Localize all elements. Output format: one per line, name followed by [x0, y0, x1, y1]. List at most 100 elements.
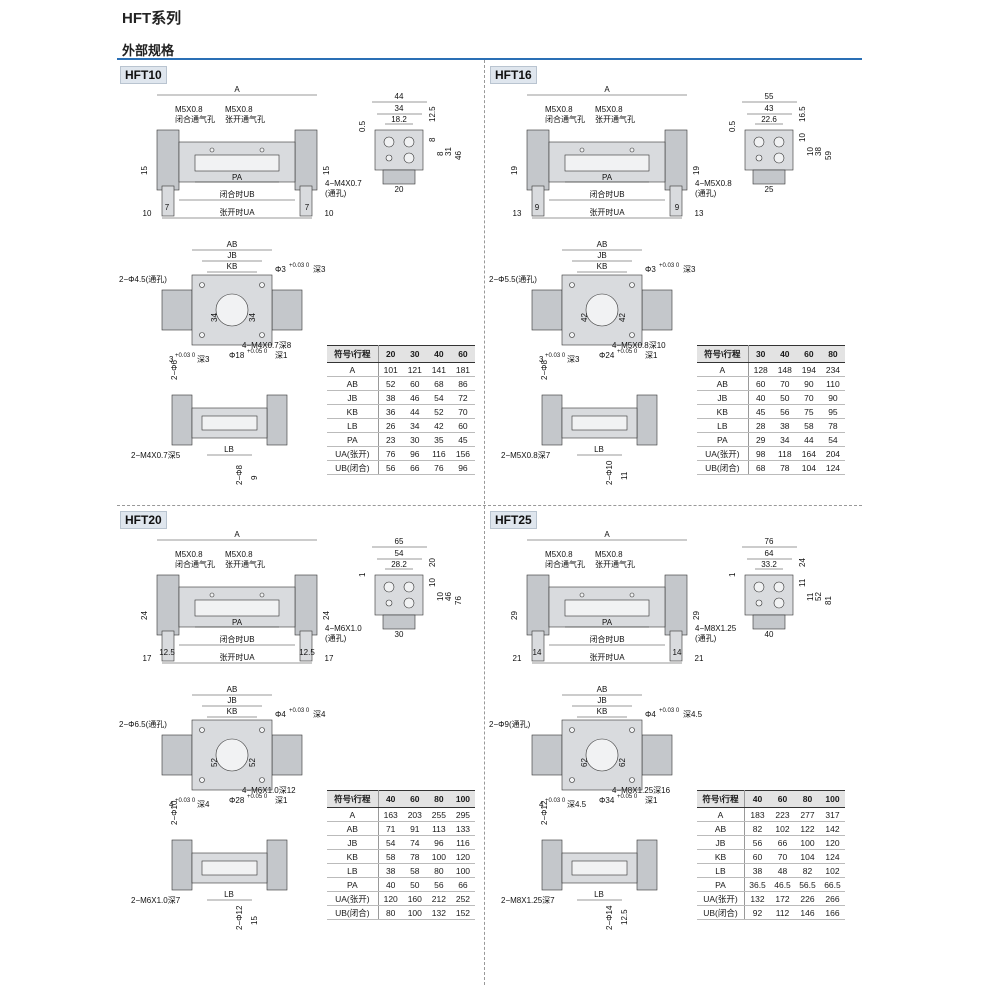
dim-side-h1: 20 — [428, 558, 437, 567]
dim-right-inset: 14 — [673, 648, 682, 657]
table-value-cell: 44 — [796, 432, 821, 447]
top-bore: Φ34 — [599, 796, 615, 805]
table-value-cell: 317 — [819, 807, 845, 822]
top-pin2: Φ3 — [645, 265, 656, 274]
table-value-cell: 96 — [402, 446, 427, 461]
port-closed-label: M5X0.8 — [545, 550, 573, 559]
table-value-cell: 132 — [426, 905, 451, 920]
side-hole-spec: 4−M6X1.0 — [325, 624, 362, 633]
table-symbol-cell: LB — [697, 418, 749, 433]
top-pin3-tol: +0.03 0 — [175, 353, 196, 359]
dim-jb: JB — [227, 251, 236, 260]
dim-ua: 张开时UA — [219, 207, 255, 217]
table-value-cell: 52 — [426, 404, 451, 419]
table-symbol-cell: JB — [327, 835, 379, 850]
dim-side-width: 65 — [395, 537, 404, 546]
port-closed-label: M5X0.8 — [175, 105, 203, 114]
table-value-cell: 226 — [795, 891, 820, 906]
dim-a: A — [604, 85, 610, 94]
top-pin3: 3 — [169, 355, 174, 364]
table-value-cell: 60 — [450, 418, 475, 433]
table-value-cell: 46 — [402, 390, 427, 405]
table-value-cell: 277 — [795, 807, 820, 822]
dim-side-width: 55 — [765, 92, 774, 101]
table-value-cell: 58 — [378, 849, 403, 864]
top-bore-depth: 深1 — [275, 351, 288, 360]
table-value-cell: 96 — [426, 835, 451, 850]
table-value-cell: 70 — [772, 376, 797, 391]
dim-side-bottom: 25 — [765, 185, 774, 194]
dim-ua: 张开时UA — [589, 207, 625, 217]
table-value-cell: 50 — [402, 877, 427, 892]
table-value-cell: 68 — [748, 460, 773, 475]
table-value-cell: 142 — [819, 821, 845, 836]
table-value-cell: 120 — [819, 835, 845, 850]
table-symbol-cell: AB — [327, 376, 379, 391]
table-value-cell: 121 — [402, 362, 427, 377]
table-value-cell: 163 — [378, 807, 403, 822]
table-value-cell: 71 — [378, 821, 403, 836]
top-pin3-depth: 深4.5 — [567, 800, 587, 809]
table-value-cell: 58 — [796, 418, 821, 433]
dim-side-center: 22.6 — [761, 115, 777, 124]
top-pin-hole: 2−Φ5.5(通孔) — [489, 274, 537, 284]
table-value-cell: 82 — [795, 863, 820, 878]
table-value-cell: 90 — [796, 376, 821, 391]
dim-right-offset: 10 — [325, 209, 334, 218]
table-value-cell: 120 — [450, 849, 475, 864]
table-value-cell: 95 — [820, 404, 845, 419]
side-hole-spec: 4−M5X0.8 — [695, 179, 732, 188]
table-symbol-cell: A — [327, 362, 379, 377]
dim-side-h3: 8 — [436, 151, 445, 156]
table-value-cell: 100 — [795, 835, 820, 850]
port-closed-label: M5X0.8 — [545, 105, 573, 114]
table-value-cell: 223 — [770, 807, 795, 822]
table-symbol-cell: A — [327, 807, 379, 822]
dim-right-height: 15 — [322, 166, 331, 175]
closed-port-note: 闭合通气孔 — [545, 114, 585, 124]
dim-kb: KB — [597, 262, 608, 271]
table-value-cell: 48 — [770, 863, 795, 878]
table-symbol-cell: UB(闭合) — [697, 460, 749, 475]
dim-jb: JB — [227, 696, 236, 705]
model-label: HFT20 — [120, 511, 167, 529]
table-value-cell: 204 — [820, 446, 845, 461]
table-value-cell: 56 — [744, 835, 771, 850]
table-header-stroke: 40 — [426, 345, 451, 363]
table-value-cell: 234 — [820, 362, 845, 377]
dim-top-v1: 42 — [580, 313, 589, 322]
spec-grid — [117, 60, 862, 985]
section-title: 外部规格 — [122, 43, 175, 58]
top-thread-spec: 4−M4X0.7深8 — [242, 341, 292, 350]
top-pin-hole: 2−Φ4.5(通孔) — [119, 274, 167, 284]
table-value-cell: 100 — [450, 863, 475, 878]
table-symbol-cell: UB(闭合) — [327, 905, 379, 920]
table-value-cell: 50 — [772, 390, 797, 405]
dim-side-bottom: 40 — [765, 630, 774, 639]
table-header-symbol: 符号\行程 — [327, 790, 379, 808]
top-pin2-depth: 深4 — [313, 710, 326, 719]
table-value-cell: 36.5 — [744, 877, 771, 892]
bottom-tap-spec: 2−M4X0.7深5 — [131, 451, 181, 460]
dim-ab: AB — [227, 240, 238, 249]
dim-side-h2: 11 — [798, 578, 807, 587]
page-title: HFT系列 — [122, 10, 182, 27]
table-value-cell: 116 — [450, 835, 475, 850]
model-label: HFT10 — [120, 66, 167, 84]
table-value-cell: 82 — [744, 821, 771, 836]
table-symbol-cell: PA — [697, 432, 749, 447]
